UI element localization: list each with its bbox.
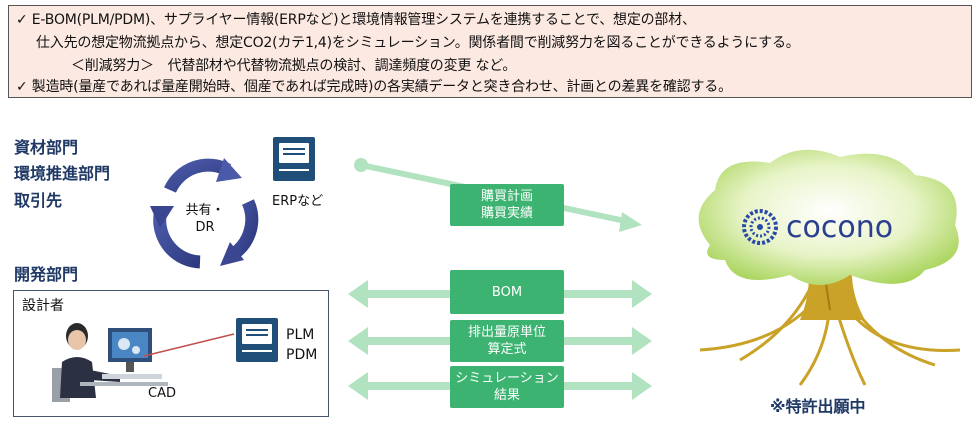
note-line-4: ✓ 製造時(量産であれば量産開始時、個産であれば完成時)の各実績データと突き合わ… — [16, 79, 732, 95]
brand-name: cocono — [786, 210, 894, 245]
dept-procurement: 資材部門 — [14, 138, 79, 157]
designer-label: 設計者 — [22, 298, 64, 314]
pdm-label: PDM — [286, 347, 318, 363]
flow-emission-box: 排出量原単位 算定式 — [450, 320, 564, 362]
flow-simulation-box: シミュレーション 結果 — [450, 366, 564, 408]
dept-supplier: 取引先 — [14, 191, 63, 210]
tree-icon — [698, 149, 961, 386]
plm-label: PLM — [286, 327, 315, 343]
dept-environment: 環境推進部門 — [14, 164, 111, 183]
cocono-logo-icon — [742, 209, 778, 245]
plm-server-icon — [236, 318, 278, 362]
cad-plm-link-line — [143, 333, 235, 357]
flow-purchase-box: 購買計画 購買実績 — [450, 184, 564, 226]
cycle-arrows-icon — [150, 158, 259, 269]
dept-development: 開発部門 — [14, 265, 79, 284]
flow-bom-box: BOM — [450, 270, 564, 314]
designer-at-computer-icon — [52, 323, 168, 402]
note-line-3: ＜削減努力＞ 代替部材や代替物流拠点の検討、調達頻度の変更 など。 — [71, 58, 517, 74]
description-box: ✓ E-BOM(PLM/PDM)、サプライヤー情報(ERPなど)と環境情報管理シ… — [8, 5, 972, 98]
cycle-label: 共有・ DR — [185, 203, 225, 235]
note-line-2: 仕入先の想定物流拠点から、想定CO2(カテ1,4)をシミュレーション。関係者間で… — [36, 35, 800, 51]
cad-label: CAD — [148, 386, 176, 401]
patent-notice: ※特許出願中 — [770, 397, 866, 416]
note-line-1: ✓ E-BOM(PLM/PDM)、サプライヤー情報(ERPなど)と環境情報管理シ… — [16, 12, 696, 28]
erp-label: ERPなど — [272, 194, 324, 209]
erp-server-icon — [273, 137, 315, 181]
